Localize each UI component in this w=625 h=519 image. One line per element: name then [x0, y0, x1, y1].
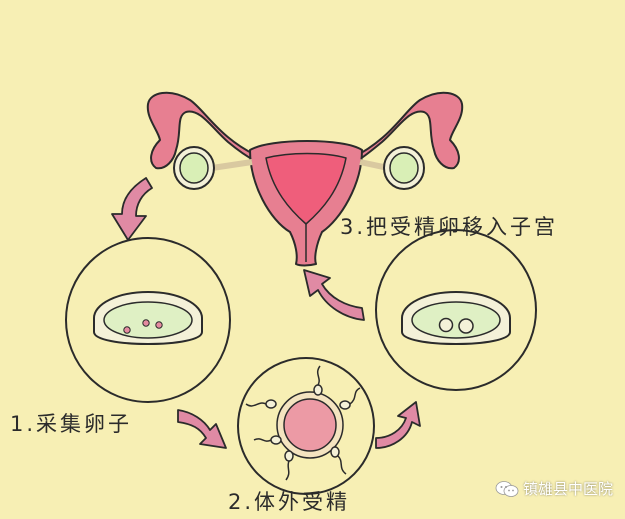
right-fallopian-tube	[351, 91, 464, 170]
embryo-dish	[375, 229, 537, 391]
watermark-text: 镇雄县中医院	[522, 480, 613, 498]
watermark: 镇雄县中医院	[495, 478, 613, 499]
uterus-cavity	[265, 152, 347, 225]
fertilization-scene	[237, 357, 375, 495]
uterus-illustration	[146, 91, 464, 267]
wechat-icon	[495, 480, 519, 497]
embryo	[438, 317, 454, 333]
step-2-label: 2.体外受精	[228, 490, 351, 514]
egg	[155, 321, 163, 329]
arrow-embryo-to-uterus	[303, 269, 365, 321]
sperm-cells	[245, 365, 361, 481]
left-ovary-ligament	[211, 159, 253, 171]
left-fallopian-tube	[146, 91, 263, 170]
egg	[123, 326, 131, 334]
left-ovary-inner	[179, 152, 209, 184]
right-ovary-inner	[389, 152, 419, 184]
embryo-dish-medium	[411, 301, 501, 339]
embryo	[458, 318, 474, 334]
arrow-fertilization-to-embryo	[375, 401, 421, 449]
process-arrows	[111, 177, 421, 449]
arrow-dish-to-fertilization	[177, 409, 227, 449]
step-1-label: 1.采集卵子	[10, 412, 133, 436]
step-3-label: 3.把受精卵移入子宫	[340, 215, 559, 239]
egg-collection-dish	[65, 237, 231, 403]
egg	[142, 319, 150, 327]
arrow-ovary-to-dish	[111, 177, 153, 241]
egg-cell	[283, 398, 337, 452]
